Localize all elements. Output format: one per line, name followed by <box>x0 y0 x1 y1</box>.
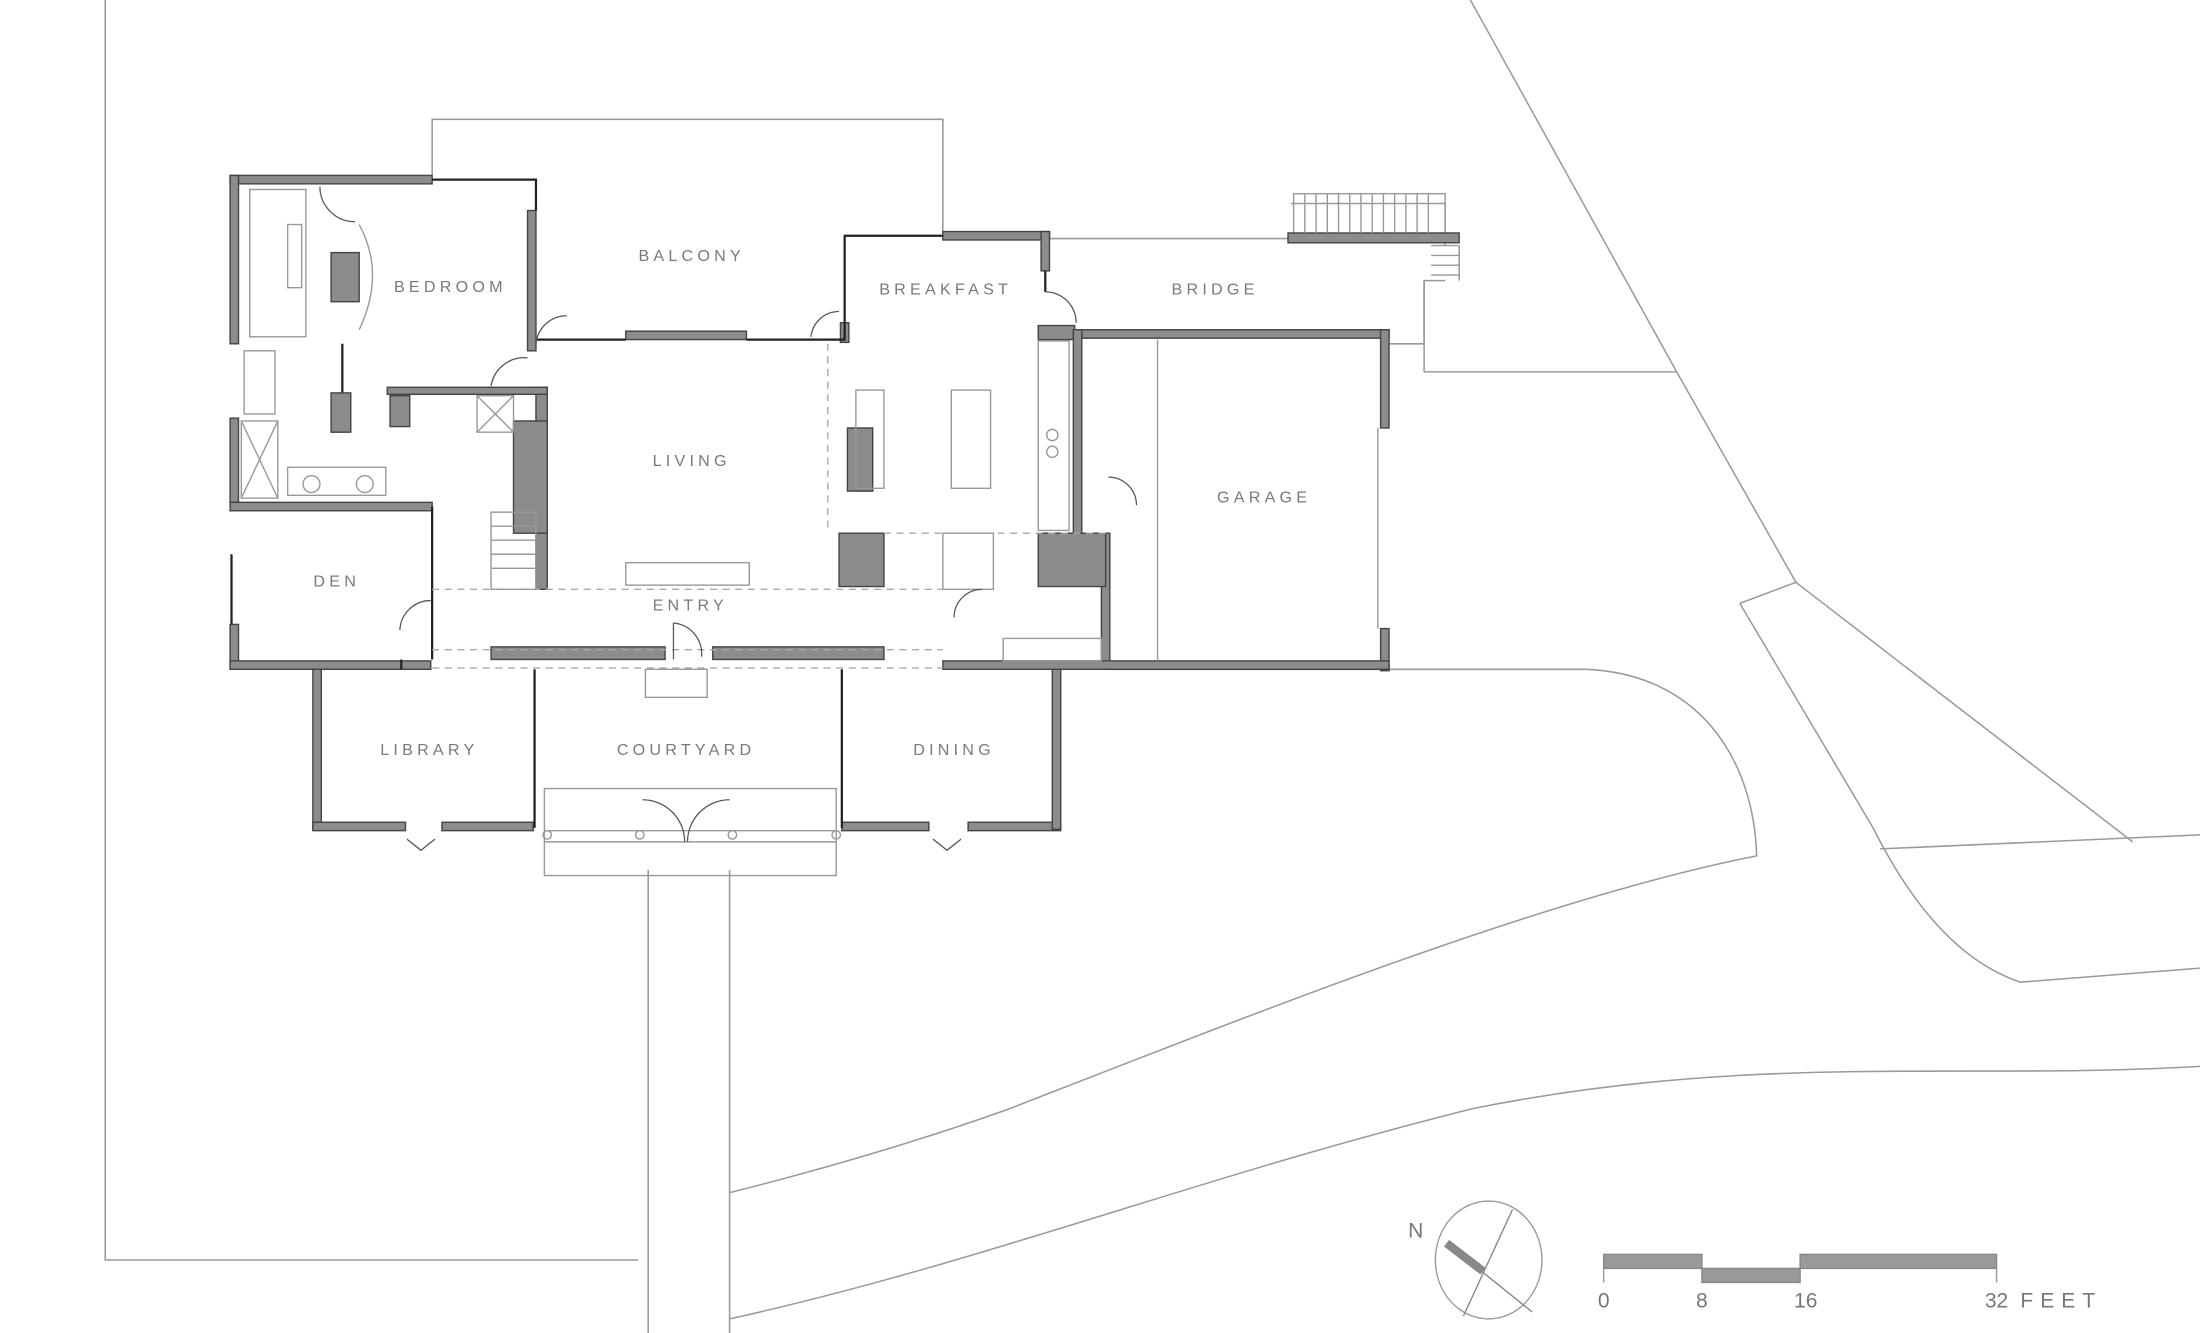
room-label-balcony: BALCONY <box>638 247 745 265</box>
site-lines <box>104 0 2200 1333</box>
room-label-garage: GARAGE <box>1217 488 1311 506</box>
room-label-living: LIVING <box>653 452 731 470</box>
room-label-dining: DINING <box>913 741 995 759</box>
walls <box>229 174 1390 832</box>
room-label-library: LIBRARY <box>380 741 478 759</box>
room-labels: BEDROOM BALCONY BREAKFAST BRIDGE LIVING … <box>313 247 1311 759</box>
doors <box>319 186 1138 852</box>
fixtures <box>240 188 1379 877</box>
room-label-bridge: BRIDGE <box>1172 281 1259 299</box>
room-label-breakfast: BREAKFAST <box>879 281 1012 299</box>
window-walls <box>230 178 1047 828</box>
north-label: N <box>1408 1220 1423 1243</box>
room-label-entry: ENTRY <box>653 596 728 614</box>
room-label-courtyard: COURTYARD <box>617 741 756 759</box>
north-arrow: N <box>1408 1200 1543 1320</box>
scale-unit: FEET <box>2020 1290 2102 1313</box>
dashed-lines <box>432 343 1109 669</box>
scale-tick-32: 32 <box>1985 1290 2008 1313</box>
room-label-den: DEN <box>313 573 360 591</box>
scale-tick-0: 0 <box>1598 1290 1610 1313</box>
scale-tick-8: 8 <box>1696 1290 1708 1313</box>
scale-bar: 0 8 16 32 FEET <box>1598 1253 2102 1313</box>
room-label-bedroom: BEDROOM <box>394 278 507 296</box>
scale-tick-16: 16 <box>1794 1290 1817 1313</box>
exterior-stair <box>1287 192 1460 276</box>
